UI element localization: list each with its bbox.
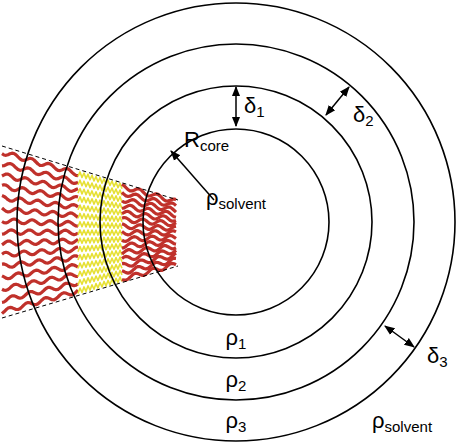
circle-outline [142,128,330,316]
polymer-chain [2,230,78,235]
polymer-chain [2,290,78,314]
density-label: ρ2 [226,368,247,393]
shell-circle: ρ2 ρ1 ρsolvent [57,43,415,401]
density-label: ρsolvent [206,186,266,211]
polymer-chain [122,224,176,230]
thickness-arrow [326,87,349,115]
shell-circle: ρ1 ρsolvent [99,85,373,359]
polymer-chain [2,196,78,208]
polymer-chain [122,218,176,226]
polymer-chain [122,231,176,235]
polymer-chain [2,256,78,267]
density-label: ρ3 [226,409,247,434]
polymer-chain [2,219,78,226]
polymer-chain [122,263,176,280]
shell-circle: ρ3 ρ2 ρ1 ρsolvent [16,2,456,442]
density-label: ρ1 [226,326,247,351]
polymer-chain [2,185,78,200]
polymer-chain [2,239,78,245]
thickness-label: δ1 [244,94,265,119]
thickness-arrow [385,326,414,347]
thickness-arrow [235,87,237,126]
polymer-chain [78,237,122,243]
shell-circle: ρsolvent [142,128,330,316]
polymer-chain [2,208,78,217]
radius-label: Rcore [184,128,229,153]
thickness-label: δ3 [427,344,448,369]
circle-outline [99,85,373,359]
thickness-label: δ2 [353,103,374,128]
polymer-chain [2,247,78,256]
density-label: ρsolvent [372,409,432,434]
